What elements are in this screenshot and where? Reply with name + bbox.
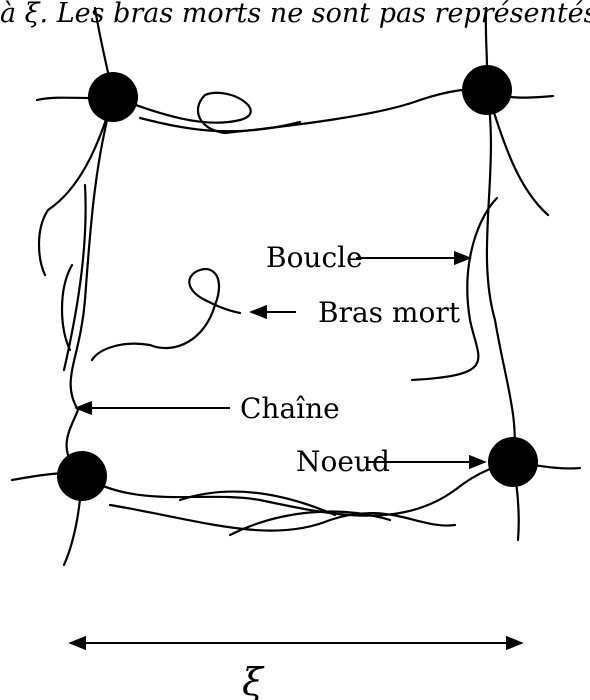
- dangling-end-strand: [90, 267, 242, 362]
- crosslink-bottom-right: [488, 437, 538, 487]
- crosslinks: [57, 65, 538, 501]
- label-dangling-end: Bras mort: [318, 296, 461, 329]
- loop-strand: [410, 196, 499, 382]
- label-chain: Chaîne: [240, 392, 340, 425]
- crosslink-top-right: [462, 65, 512, 115]
- figure-caption: à ξ. Les bras morts ne sont pas représen…: [0, 0, 590, 29]
- label-crosslink: Noeud: [296, 445, 390, 478]
- mesh-size-symbol: ξ: [242, 660, 265, 700]
- crosslink-bottom-left: [57, 451, 107, 501]
- label-loop: Boucle: [266, 241, 363, 274]
- network-chains: [62, 88, 516, 537]
- crosslink-top-left: [88, 72, 138, 122]
